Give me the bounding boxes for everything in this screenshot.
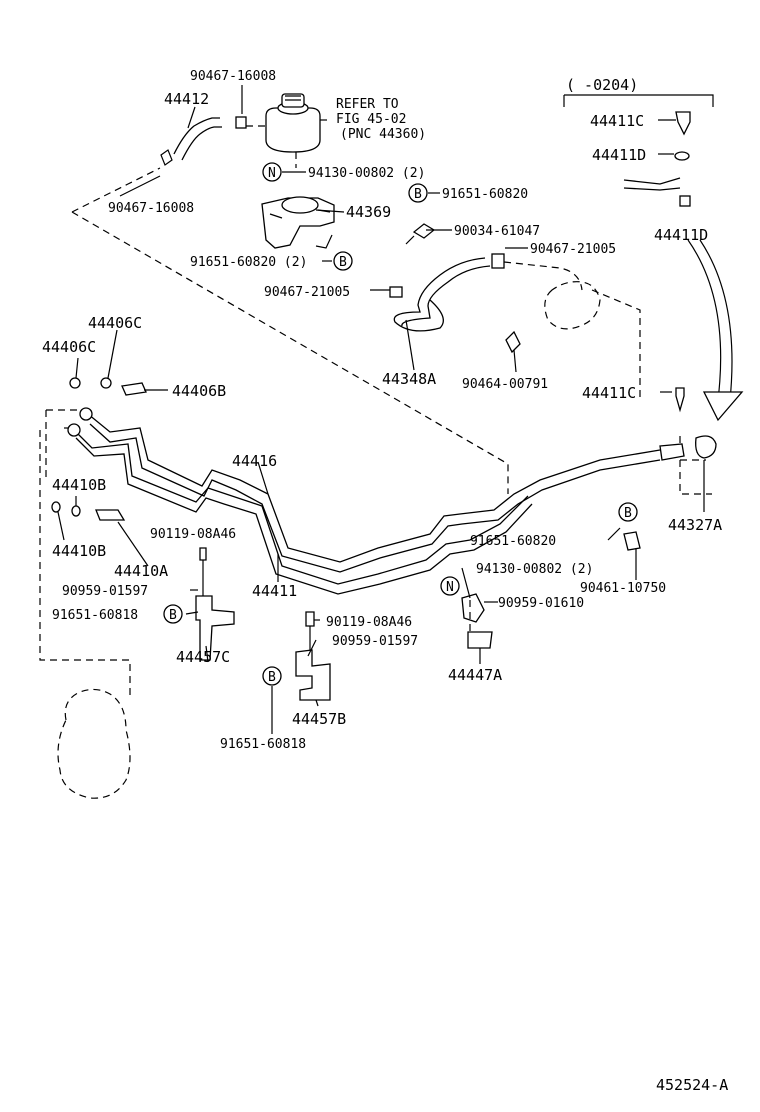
label-44410B-a: 44410B <box>52 476 106 494</box>
circle-badges: N B B B B B N <box>163 162 638 686</box>
label-44327A: 44327A <box>668 516 722 534</box>
note-line-1: REFER TO <box>336 97 399 112</box>
leader-lines <box>57 85 705 734</box>
badge-n-right: N <box>440 576 460 596</box>
label-44411D-right: 44411D <box>654 226 708 244</box>
bracket-44457B <box>295 611 331 701</box>
badge-b-right: B <box>618 502 638 522</box>
svg-text:B: B <box>169 608 177 623</box>
inset-bracket: ( -0204) <box>563 76 714 107</box>
reservoir-bracket <box>261 196 335 249</box>
badge-b-top: B <box>408 183 428 203</box>
label-91651-60820-top: 91651-60820 <box>442 187 528 202</box>
badge-b-left: B <box>163 604 183 624</box>
label-90034-61047: 90034-61047 <box>454 224 540 239</box>
inset-header: ( -0204) <box>566 76 638 94</box>
reservoir-tank <box>246 93 332 168</box>
label-90467-21005-right: 90467-21005 <box>530 242 616 257</box>
badge-b-mid: B <box>333 251 353 271</box>
hose-44348A <box>389 223 505 332</box>
label-90464-00791: 90464-00791 <box>462 377 548 392</box>
label-91651-60818-bottom: 91651-60818 <box>220 737 306 752</box>
svg-text:B: B <box>414 187 422 202</box>
label-90119-08A46-left: 90119-08A46 <box>150 527 236 542</box>
label-90467-16008-left: 90467-16008 <box>108 201 194 216</box>
figure-id: 452524-A <box>656 1076 728 1094</box>
direction-arrow <box>687 239 744 422</box>
svg-text:B: B <box>339 255 347 270</box>
bracket-44447A <box>461 593 493 649</box>
note-line-3: (PNC 44360) <box>340 127 426 142</box>
label-44411D-top: 44411D <box>592 146 646 164</box>
small-parts <box>51 111 691 551</box>
label-90461-10750: 90461-10750 <box>580 581 666 596</box>
part-labels: 90467-16008 44412 REFER TO FIG 45-02 (PN… <box>42 69 728 1094</box>
label-91651-60818-left: 91651-60818 <box>52 608 138 623</box>
steering-gear-outline <box>57 688 131 799</box>
hose-44412 <box>160 116 247 166</box>
label-44406C-a: 44406C <box>88 314 142 332</box>
svg-text:N: N <box>446 580 454 595</box>
badge-n-top: N <box>262 162 282 182</box>
svg-text:N: N <box>268 166 276 181</box>
label-44457B: 44457B <box>292 710 346 728</box>
label-90467-21005-mid: 90467-21005 <box>264 285 350 300</box>
label-90959-01597-mid: 90959-01597 <box>332 634 418 649</box>
label-44348A: 44348A <box>382 370 436 388</box>
svg-text:B: B <box>268 670 276 685</box>
svg-text:B: B <box>624 506 632 521</box>
label-91651-60820-right: 91651-60820 <box>470 534 556 549</box>
label-44411C-mid: 44411C <box>582 384 636 402</box>
label-91651-60820-2: 91651-60820 (2) <box>190 255 307 270</box>
label-90119-08A46-mid: 90119-08A46 <box>326 615 412 630</box>
label-90959-01610: 90959-01610 <box>498 596 584 611</box>
tube-44416 <box>87 413 661 573</box>
label-94130-00802-top: 94130-00802 (2) <box>308 166 425 181</box>
bracket-44457C <box>195 547 235 661</box>
label-44411C-top: 44411C <box>590 112 644 130</box>
label-44410B-b: 44410B <box>52 542 106 560</box>
label-44416: 44416 <box>232 452 277 470</box>
label-90467-16008-top: 90467-16008 <box>190 69 276 84</box>
label-44406B: 44406B <box>172 382 226 400</box>
label-44406C-b: 44406C <box>42 338 96 356</box>
label-44411: 44411 <box>252 582 297 600</box>
note-line-2: FIG 45-02 <box>336 112 406 127</box>
tube-44411 <box>73 429 533 595</box>
pump-outline <box>503 261 641 400</box>
label-94130-00802-right: 94130-00802 (2) <box>476 562 593 577</box>
label-90959-01597-left: 90959-01597 <box>62 584 148 599</box>
badge-b-bottom: B <box>262 666 282 686</box>
label-44457C: 44457C <box>176 648 230 666</box>
label-44369: 44369 <box>346 203 391 221</box>
label-44447A: 44447A <box>448 666 502 684</box>
flare-nut-ends <box>67 407 717 461</box>
label-44412: 44412 <box>164 90 209 108</box>
label-44410A: 44410A <box>114 562 168 580</box>
